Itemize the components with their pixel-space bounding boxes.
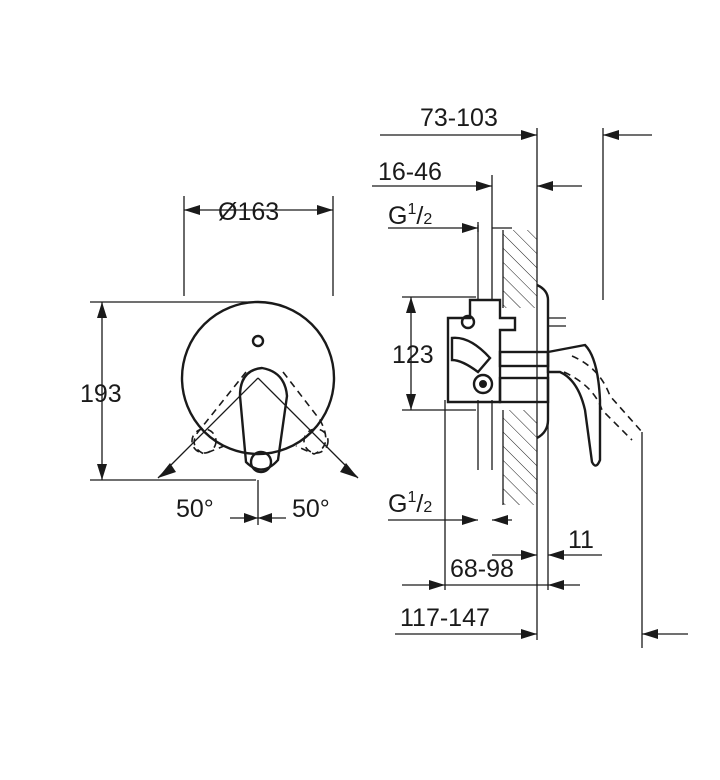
side-lever-rotation xyxy=(571,355,643,433)
left-rotation-path xyxy=(193,371,247,455)
dim-123: 123 xyxy=(392,341,434,369)
cover-plate xyxy=(536,283,550,440)
thread-top-label: G1/2 xyxy=(388,201,432,230)
front-view: Ø163 193 50° 50° xyxy=(80,196,359,525)
dim-11: 11 xyxy=(568,526,594,554)
valve-body xyxy=(446,298,517,404)
lever-handle xyxy=(238,366,289,471)
valve-stem xyxy=(498,376,550,404)
angle-left-label: 50° xyxy=(176,495,214,523)
right-rotation-end xyxy=(303,428,329,454)
dim-68-98: 68-98 xyxy=(450,555,514,583)
dim-117-147: 117-147 xyxy=(400,604,490,632)
angle-right-label: 50° xyxy=(292,495,330,523)
thread-bottom-label: G1/2 xyxy=(388,489,432,518)
rosette-circle xyxy=(180,300,336,456)
dim-73-103: 73-103 xyxy=(420,104,498,132)
left-rotation-end xyxy=(191,428,217,454)
wall-lower xyxy=(503,410,537,505)
dim-16-46: 16-46 xyxy=(378,158,442,186)
side-view: 73-103 16-46 G1/2 123 G1/2 xyxy=(372,104,688,648)
valve-cap-bottom xyxy=(472,373,494,395)
wall-upper xyxy=(503,230,537,308)
rosette-hole xyxy=(251,334,265,348)
side-lever xyxy=(546,343,602,467)
valve-cap-top xyxy=(460,314,476,330)
height-label: 193 xyxy=(80,380,122,408)
lever-tip xyxy=(249,450,273,474)
diameter-label: Ø163 xyxy=(218,198,279,226)
valve-lever-inner xyxy=(450,336,492,374)
valve-spindle xyxy=(498,350,550,368)
right-rotation-path xyxy=(282,371,327,455)
